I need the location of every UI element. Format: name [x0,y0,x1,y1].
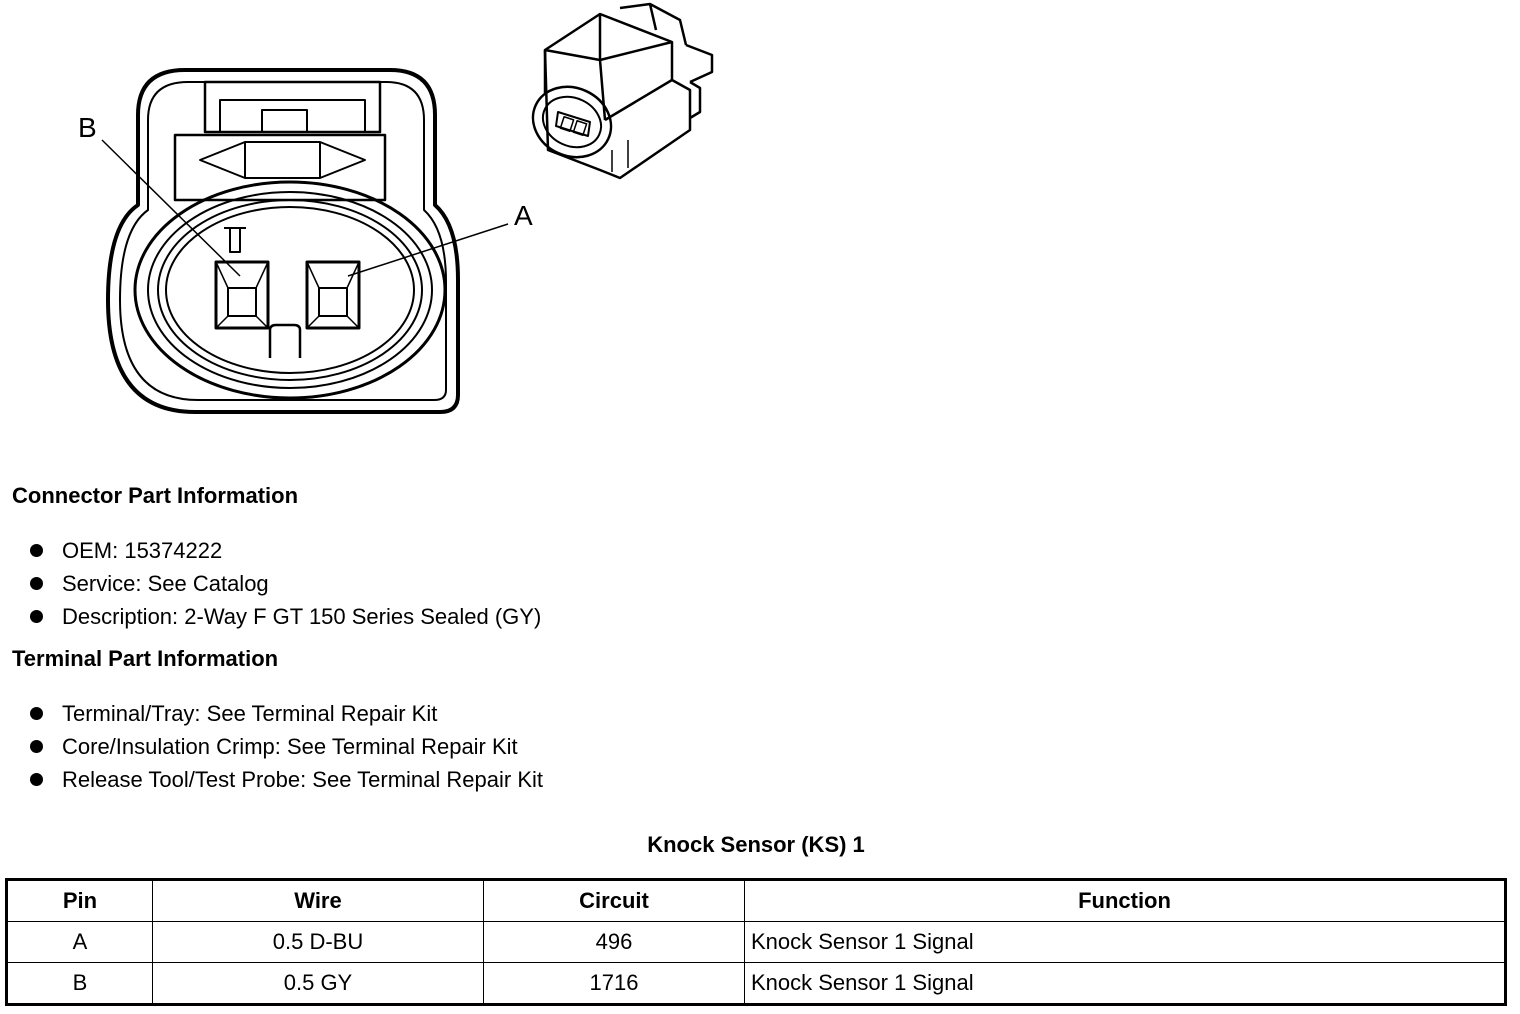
bullet-icon [30,740,43,753]
list-item: Service: See Catalog [30,567,541,600]
terminal-info-heading: Terminal Part Information [12,646,279,671]
terminal-info-list: Terminal/Tray: See Terminal Repair Kit C… [30,697,543,796]
cell-function: Knock Sensor 1 Signal [744,962,1506,1005]
cell-circuit: 1716 [483,962,745,1005]
cell-circuit: 496 [483,921,745,963]
bullet-icon [30,773,43,786]
list-item: Release Tool/Test Probe: See Terminal Re… [30,763,543,796]
terminal-release-tool: Release Tool/Test Probe: See Terminal Re… [62,767,543,792]
connector-info-heading: Connector Part Information [12,483,299,508]
connector-oem: OEM: 15374222 [62,538,223,563]
terminal-tray: Terminal/Tray: See Terminal Repair Kit [62,701,438,726]
pin-label-a: A [514,200,533,231]
list-item: Terminal/Tray: See Terminal Repair Kit [30,697,543,730]
column-header-wire: Wire [152,879,484,922]
bullet-icon [30,707,43,720]
table-row: B 0.5 GY 1716 Knock Sensor 1 Signal [6,962,1506,1005]
table-header-row: Pin Wire Circuit Function [6,879,1506,922]
bullet-icon [30,610,43,623]
list-item: Core/Insulation Crimp: See Terminal Repa… [30,730,543,763]
cell-pin: B [6,962,153,1005]
pin-table: Pin Wire Circuit Function A 0.5 D-BU 496… [5,878,1507,1006]
column-header-pin: Pin [6,879,153,922]
connector-service: Service: See Catalog [62,571,269,596]
pin-label-b: B [78,112,97,143]
cell-function: Knock Sensor 1 Signal [744,921,1506,963]
connector-face-drawing [101,2,714,414]
column-header-circuit: Circuit [483,879,745,922]
table-title: Knock Sensor (KS) 1 [647,832,865,857]
terminal-crimp: Core/Insulation Crimp: See Terminal Repa… [62,734,518,759]
connector-description: Description: 2-Way F GT 150 Series Seale… [62,604,542,629]
list-item: Description: 2-Way F GT 150 Series Seale… [30,600,541,633]
bullet-icon [30,577,43,590]
cell-pin: A [6,921,153,963]
cell-wire: 0.5 D-BU [152,921,484,963]
list-item: OEM: 15374222 [30,534,541,567]
cell-wire: 0.5 GY [152,962,484,1005]
table-row: A 0.5 D-BU 496 Knock Sensor 1 Signal [6,921,1506,963]
connector-figure: B A [0,0,760,430]
bullet-icon [30,544,43,557]
connector-info-list: OEM: 15374222 Service: See Catalog Descr… [30,534,541,633]
column-header-function: Function [744,879,1506,922]
